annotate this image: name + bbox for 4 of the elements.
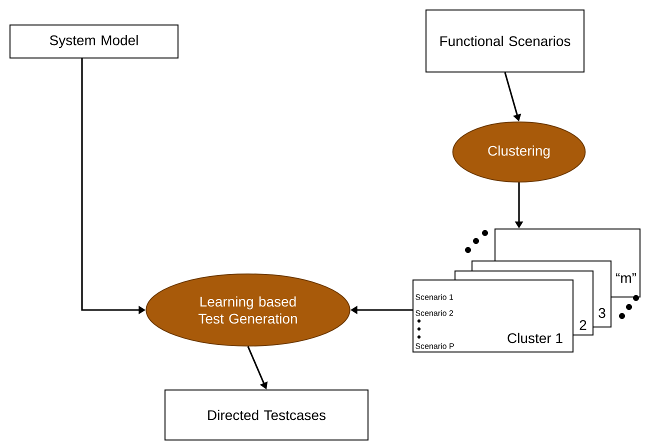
process-box: Functional Scenarios bbox=[426, 10, 584, 72]
process-box: System Model bbox=[10, 24, 178, 58]
cluster-card: Scenario 1 Scenario 2 Scenario P Cluster 1 bbox=[412, 280, 574, 352]
process-box: Directed Testcases bbox=[164, 390, 368, 440]
